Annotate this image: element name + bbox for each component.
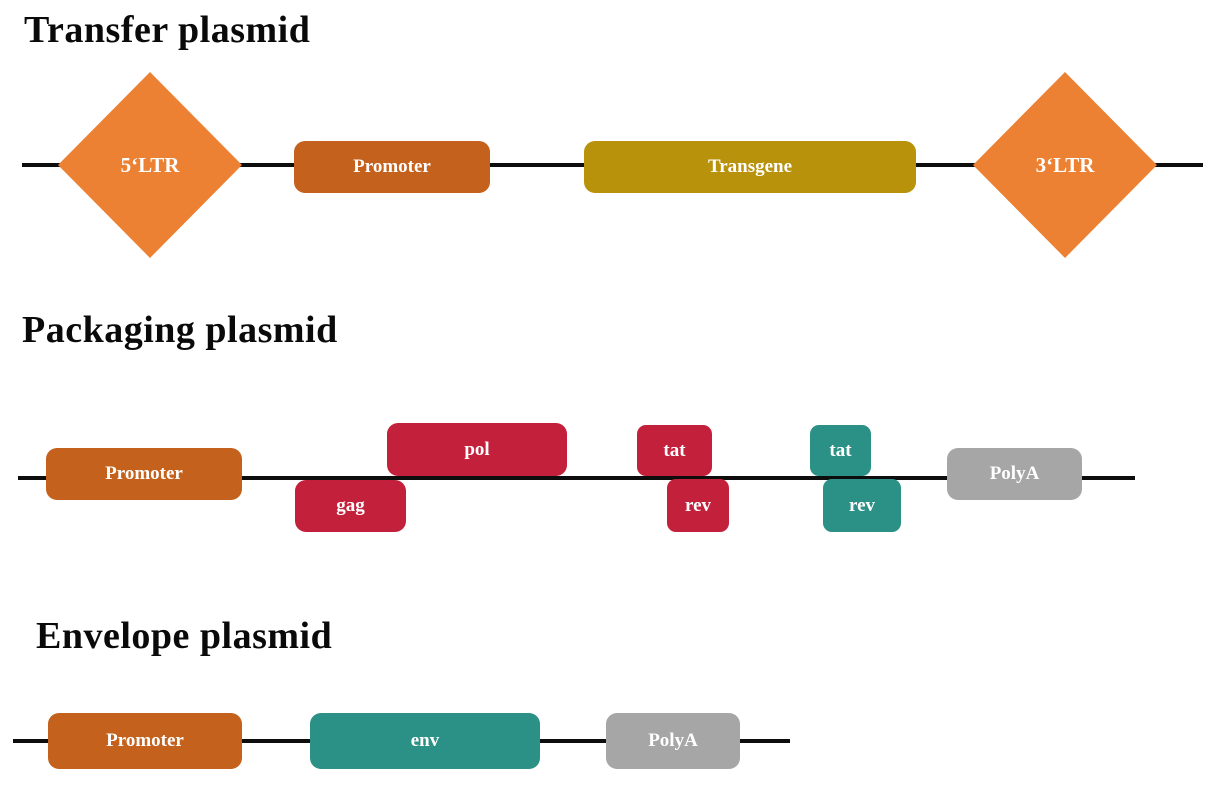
gag-label: gag: [336, 495, 365, 516]
packaging-promoter-label: Promoter: [105, 463, 183, 484]
five-ltr-diamond: 5‘LTR: [58, 72, 242, 258]
transgene-label: Transgene: [707, 156, 793, 177]
packaging-polya-box: PolyA: [947, 448, 1082, 500]
tat-teal-label: tat: [829, 439, 852, 461]
rev-teal-box: rev: [823, 479, 901, 532]
transfer-plasmid-title: Transfer plasmid: [24, 9, 311, 51]
transfer-promoter-label: Promoter: [353, 156, 431, 177]
envelope-plasmid-title: Envelope plasmid: [36, 615, 333, 657]
three-ltr-diamond: 3‘LTR: [973, 72, 1157, 258]
packaging-plasmid-title: Packaging plasmid: [22, 309, 338, 351]
envelope-promoter-label: Promoter: [106, 730, 184, 751]
tat-teal-box: tat: [810, 425, 871, 476]
envelope-promoter-box: Promoter: [48, 713, 242, 769]
env-label: env: [410, 730, 440, 751]
packaging-backbone-line: [18, 476, 1135, 480]
tat-red-box: tat: [637, 425, 712, 476]
transfer-promoter-box: Promoter: [294, 141, 490, 193]
transgene-box: Transgene: [584, 141, 916, 193]
envelope-polya-label: PolyA: [648, 730, 698, 751]
three-ltr-label: 3‘LTR: [1035, 152, 1095, 177]
env-box: env: [310, 713, 540, 769]
packaging-polya-label: PolyA: [989, 463, 1040, 484]
tat-red-label: tat: [663, 439, 686, 461]
pol-box: pol: [387, 423, 567, 476]
rev-teal-label: rev: [848, 494, 876, 516]
gag-box: gag: [295, 480, 406, 532]
envelope-polya-box: PolyA: [606, 713, 740, 769]
five-ltr-label: 5‘LTR: [120, 152, 180, 177]
pol-label: pol: [464, 438, 490, 460]
rev-red-label: rev: [684, 494, 712, 516]
rev-red-box: rev: [667, 479, 729, 532]
packaging-promoter-box: Promoter: [46, 448, 242, 500]
